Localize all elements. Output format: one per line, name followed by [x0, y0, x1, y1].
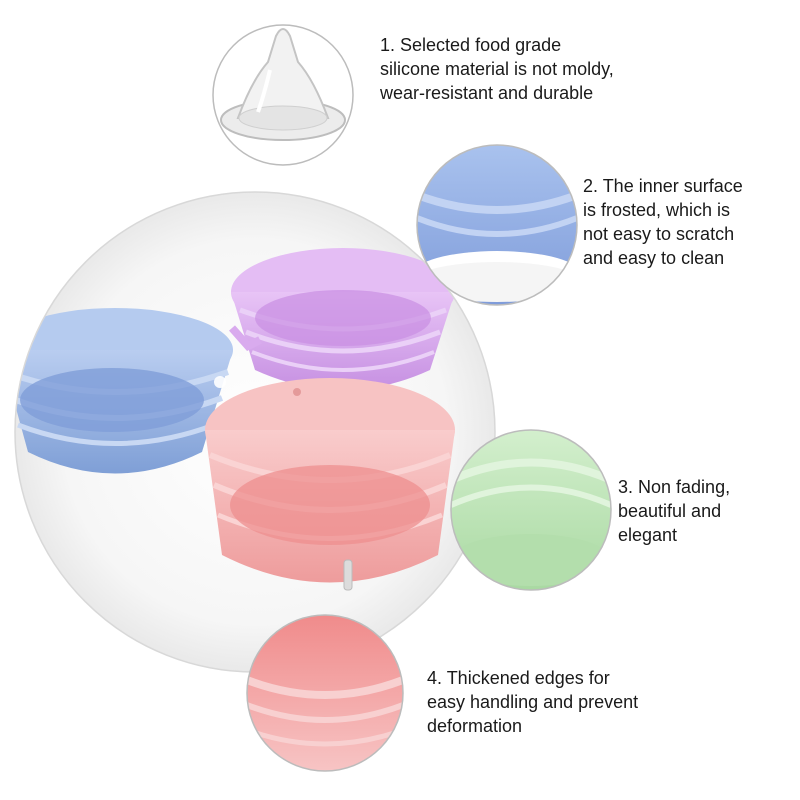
pink-bowl-closeup — [246, 614, 404, 772]
feature-3-line: 3. Non fading, — [618, 477, 731, 497]
feature-3-line: beautiful and — [618, 501, 722, 521]
feature-2-line: not easy to scratch — [583, 224, 735, 244]
feature-4-line: easy handling and prevent — [427, 692, 639, 712]
feature-2-line: and easy to clean — [583, 248, 725, 268]
feature-1-text: 1. Selected food grade silicone material… — [380, 33, 614, 105]
green-bowl-closeup — [450, 429, 612, 591]
purple-bowl — [229, 248, 455, 390]
feature-3-line: elegant — [618, 525, 678, 545]
feature-1-line: 1. Selected food grade — [380, 35, 562, 55]
blue-bowl-closeup — [416, 144, 578, 306]
feature-3-text: 3. Non fading, beautiful and elegant — [618, 475, 730, 547]
feature-1-line: wear-resistant and durable — [380, 83, 594, 103]
feature-1-line: silicone material is not moldy, — [380, 59, 614, 79]
pink-bowl — [205, 378, 455, 591]
feature-2-text: 2. The inner surface is frosted, which i… — [583, 174, 743, 270]
feature-4-line: deformation — [427, 716, 523, 736]
main-bowls-circle — [14, 191, 496, 673]
nipple-icon — [212, 24, 354, 166]
blue-bowl — [15, 308, 233, 474]
feature-4-text: 4. Thickened edges for easy handling and… — [427, 666, 638, 738]
feature-2-line: 2. The inner surface — [583, 176, 743, 196]
feature-2-line: is frosted, which is — [583, 200, 731, 220]
feature-4-line: 4. Thickened edges for — [427, 668, 610, 688]
